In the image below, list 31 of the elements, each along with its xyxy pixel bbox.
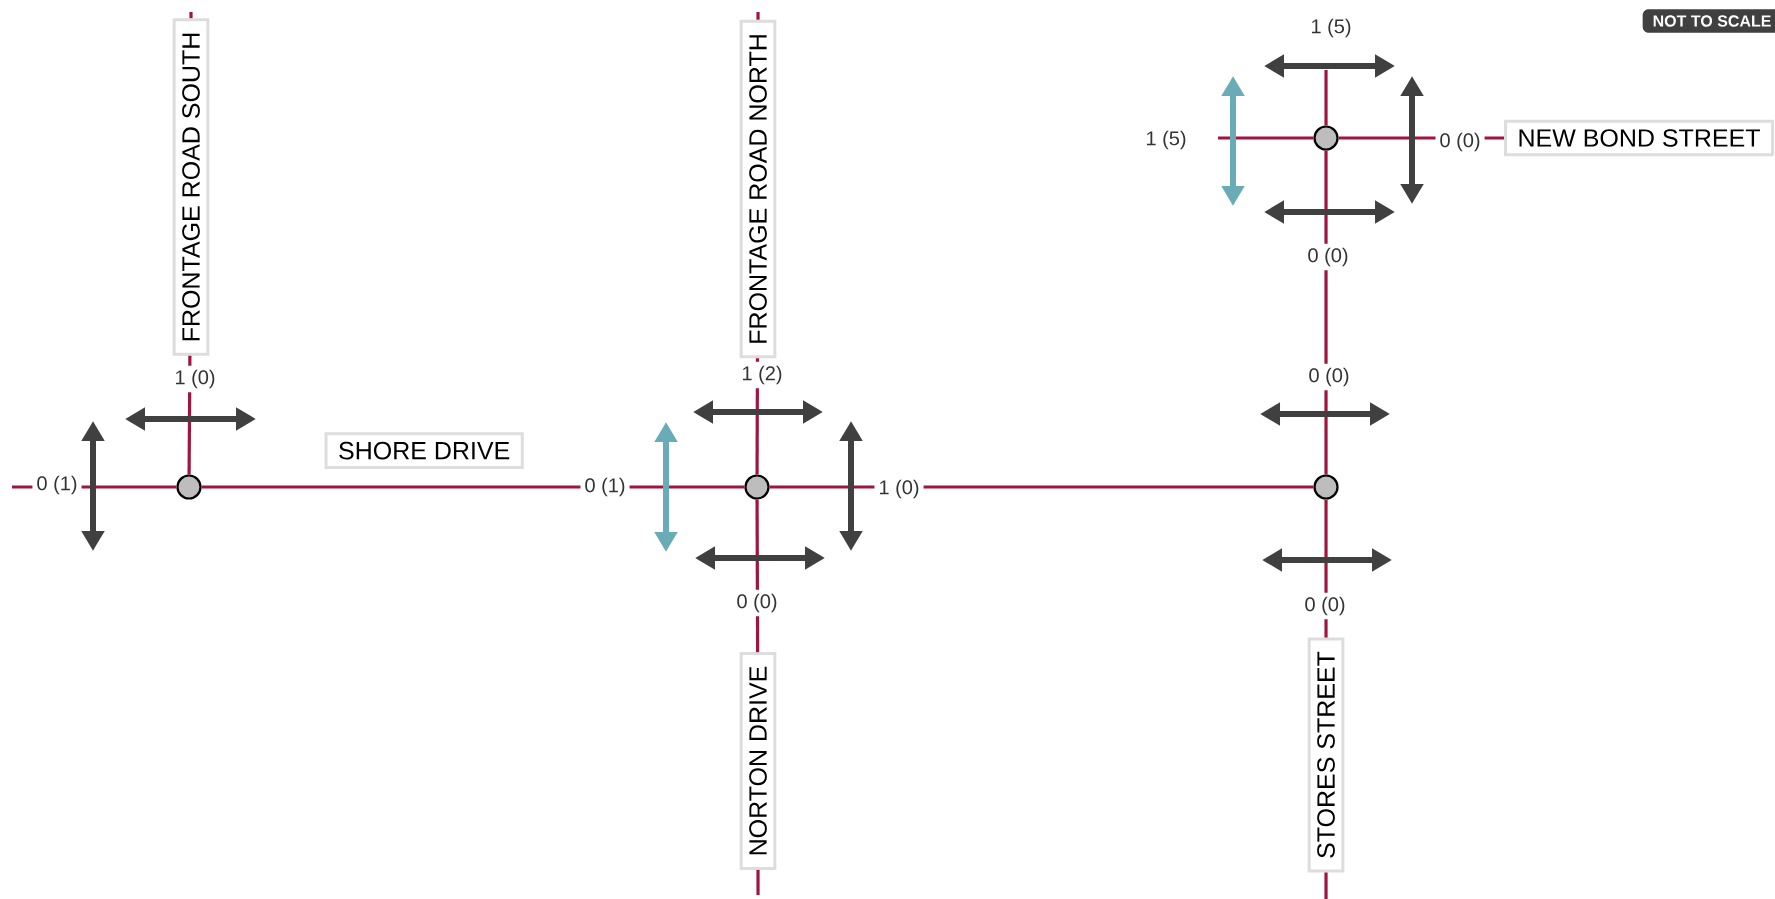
road-line xyxy=(756,869,760,895)
intersection-dot xyxy=(1313,125,1339,151)
road-line xyxy=(769,485,1314,489)
turn-count: 1 (0) xyxy=(170,365,220,393)
turn-count: 1 (5) xyxy=(1306,14,1356,42)
turn-count: 1 (5) xyxy=(1141,126,1191,154)
street-name-box: STORES STREET xyxy=(1307,637,1345,873)
turn-count: 0 (0) xyxy=(1435,128,1485,156)
turn-count: 1 (0) xyxy=(874,475,924,503)
road-line xyxy=(1324,872,1328,899)
road-line xyxy=(201,485,745,489)
road-line xyxy=(1218,136,1314,140)
turn-count: 0 (1) xyxy=(32,471,82,499)
street-name-box: FRONTAGE ROAD NORTH xyxy=(739,19,777,359)
turn-count: 0 (0) xyxy=(1300,592,1350,620)
intersection-dot xyxy=(176,474,202,500)
street-name-box: NORTON DRIVE xyxy=(739,652,777,870)
road-line xyxy=(189,12,193,19)
street-name-box: FRONTAGE ROAD SOUTH xyxy=(172,18,210,356)
intersection-dot xyxy=(1313,474,1339,500)
turn-count: 0 (0) xyxy=(1304,363,1354,391)
scale-badge: NOT TO SCALE xyxy=(1642,9,1775,33)
turn-count: 0 (1) xyxy=(580,473,630,501)
street-name-box: NEW BOND STREET xyxy=(1504,119,1775,157)
turn-count: 1 (2) xyxy=(737,361,787,389)
intersection-dot xyxy=(744,474,770,500)
road-line xyxy=(1324,70,1328,126)
road-line xyxy=(756,12,760,20)
turn-count: 0 (0) xyxy=(732,589,782,617)
turn-count: 0 (0) xyxy=(1303,243,1353,271)
street-name-box: SHORE DRIVE xyxy=(324,432,524,469)
